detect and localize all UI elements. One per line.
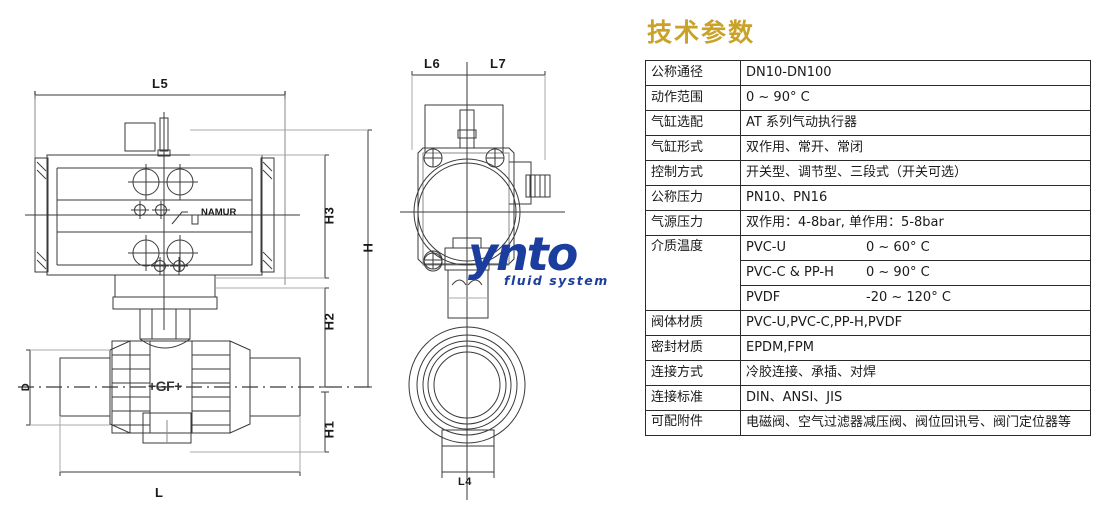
table-row: 密封材质 EPDM,FPM xyxy=(645,335,1091,361)
spec-value-temperature: PVDF -20 ~ 120° C xyxy=(740,285,1091,311)
temperature-range: 0 ~ 90° C xyxy=(866,265,930,280)
spec-key: 气缸选配 xyxy=(645,110,741,136)
table-row: 控制方式 开关型、调节型、三段式（开关可选） xyxy=(645,160,1091,186)
valve-drawing-side-view: L6 L7 L4 xyxy=(390,0,630,518)
dimension-label-L7: L7 xyxy=(490,56,507,71)
valve-drawing-front-view: L5 H3 H H2 H1 D L NAMUR +GF+ xyxy=(0,0,400,518)
temperature-range: 0 ~ 60° C xyxy=(866,240,930,255)
spec-value: 0 ~ 90° C xyxy=(740,85,1091,111)
spec-key: 公称压力 xyxy=(645,185,741,211)
temperature-material: PVDF xyxy=(746,290,781,305)
gf-brand-marking: +GF+ xyxy=(148,378,182,394)
spec-value: DIN、ANSI、JIS xyxy=(740,385,1091,411)
spec-key: 气缸形式 xyxy=(645,135,741,161)
spec-panel-title: 技术参数 xyxy=(647,18,756,47)
spec-value: 冷胶连接、承插、对焊 xyxy=(740,360,1091,386)
spec-key: 连接方式 xyxy=(645,360,741,386)
namur-label: NAMUR xyxy=(201,207,237,218)
spec-value-temperature: PVC-U 0 ~ 60° C xyxy=(740,235,1091,261)
dimension-label-D: D xyxy=(20,382,33,392)
table-row: 连接方式 冷胶连接、承插、对焊 xyxy=(645,360,1091,386)
dimension-label-H2: H2 xyxy=(321,312,337,331)
table-row: 公称压力 PN10、PN16 xyxy=(645,185,1091,211)
dimension-label-L: L xyxy=(155,485,164,500)
spec-value-temperature: PVC-C & PP-H 0 ~ 90° C xyxy=(740,260,1091,286)
spec-value: 双作用、常开、常闭 xyxy=(740,135,1091,161)
spec-key: 阀体材质 xyxy=(645,310,741,336)
temperature-range: -20 ~ 120° C xyxy=(866,290,951,305)
spec-key: 密封材质 xyxy=(645,335,741,361)
dimension-label-L6: L6 xyxy=(424,56,441,71)
table-row: 连接标准 DIN、ANSI、JIS xyxy=(645,385,1091,411)
temperature-material: PVC-U xyxy=(746,240,787,255)
dimension-label-H1: H1 xyxy=(321,420,337,439)
spec-key: 动作范围 xyxy=(645,85,741,111)
table-row: 气缸形式 双作用、常开、常闭 xyxy=(645,135,1091,161)
dimension-label-H: H xyxy=(360,242,376,253)
dimension-label-L4: L4 xyxy=(458,476,472,488)
spec-key: 连接标准 xyxy=(645,385,741,411)
temperature-material: PVC-C & PP-H xyxy=(746,265,834,280)
dimension-label-H3: H3 xyxy=(321,206,337,225)
spec-value: PN10、PN16 xyxy=(740,185,1091,211)
spec-value: AT 系列气动执行器 xyxy=(740,110,1091,136)
side-view-svg xyxy=(400,62,565,500)
spec-key: 公称通径 xyxy=(645,60,741,86)
spec-value: 双作用：4-8bar, 单作用：5-8bar xyxy=(740,210,1091,236)
front-view-svg xyxy=(18,91,372,476)
table-row: 气源压力 双作用：4-8bar, 单作用：5-8bar xyxy=(645,210,1091,236)
spec-key: 气源压力 xyxy=(645,210,741,236)
spec-key-temperature: 介质温度 xyxy=(645,235,741,311)
spec-key: 可配附件 xyxy=(645,410,741,436)
technical-parameters-panel: 技术参数 公称通径 DN10-DN100 动作范围 0 ~ 90° C 气缸选配… xyxy=(645,10,1095,436)
spec-value: 电磁阀、空气过滤器减压阀、阀位回讯号、阀门定位器等 xyxy=(740,410,1091,436)
table-row: 气缸选配 AT 系列气动执行器 xyxy=(645,110,1091,136)
spec-key: 控制方式 xyxy=(645,160,741,186)
specifications-table: 公称通径 DN10-DN100 动作范围 0 ~ 90° C 气缸选配 AT 系… xyxy=(645,60,1091,436)
dimension-label-L5: L5 xyxy=(152,76,169,91)
table-row: 可配附件 电磁阀、空气过滤器减压阀、阀位回讯号、阀门定位器等 xyxy=(645,410,1091,436)
table-row: 阀体材质 PVC-U,PVC-C,PP-H,PVDF xyxy=(645,310,1091,336)
spec-value: 开关型、调节型、三段式（开关可选） xyxy=(740,160,1091,186)
table-row: 公称通径 DN10-DN100 xyxy=(645,60,1091,86)
table-row: 动作范围 0 ~ 90° C xyxy=(645,85,1091,111)
spec-value: EPDM,FPM xyxy=(740,335,1091,361)
spec-value: PVC-U,PVC-C,PP-H,PVDF xyxy=(740,310,1091,336)
spec-value: DN10-DN100 xyxy=(740,60,1091,86)
table-row-temperature: 介质温度 PVC-U 0 ~ 60° C xyxy=(645,235,1091,311)
